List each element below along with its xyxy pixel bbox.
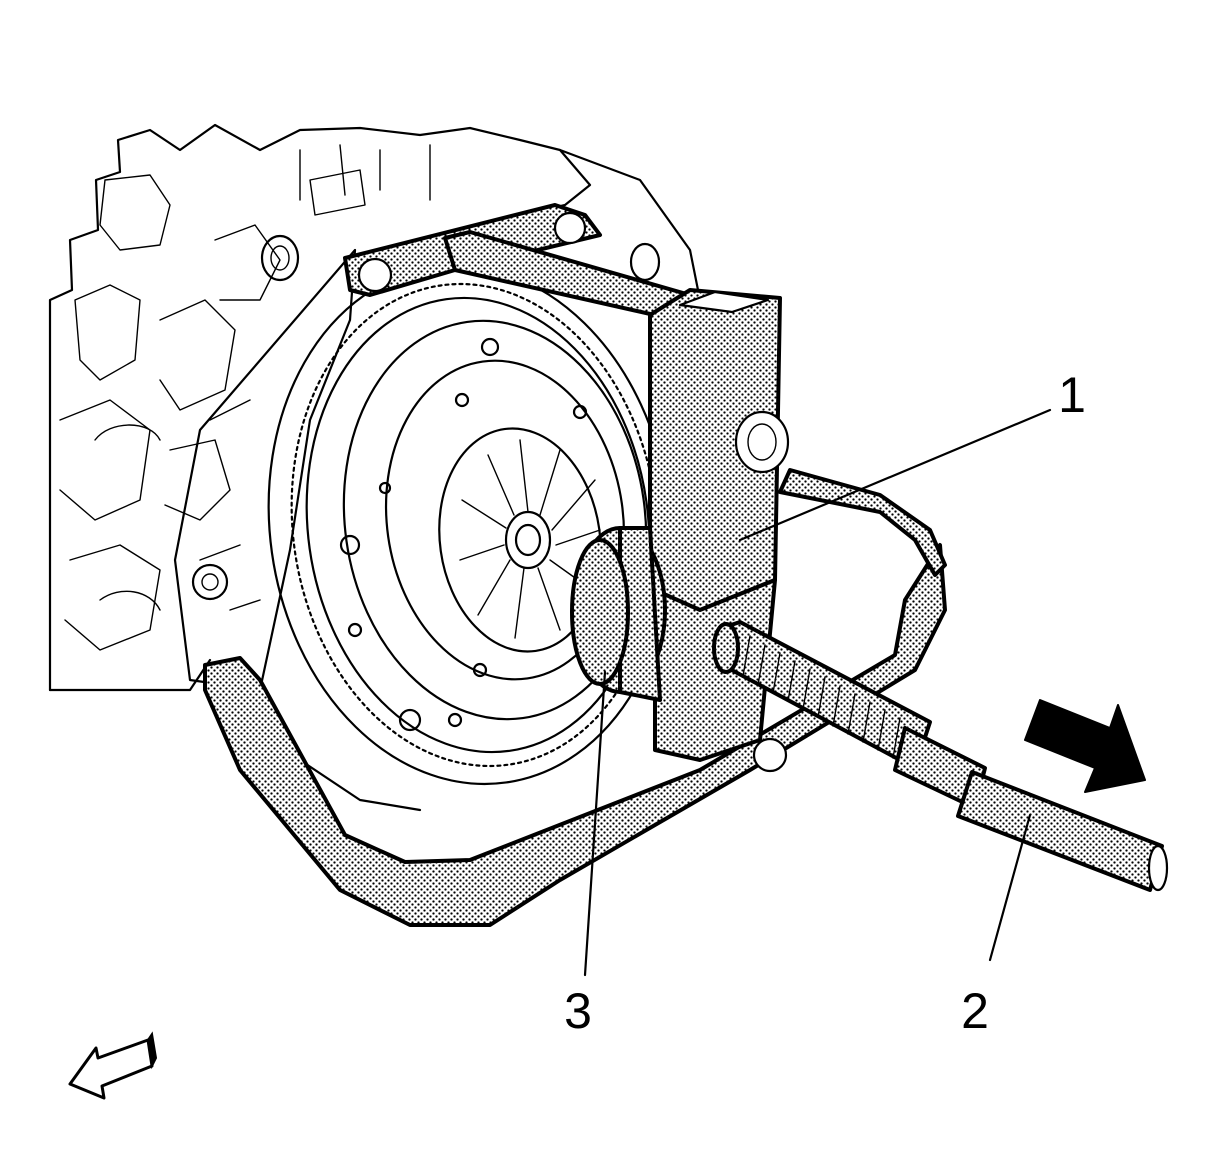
direction-arrow-icon [1024,699,1146,793]
tool-frame [203,203,947,927]
leader-line-3 [583,670,607,977]
flywheel [267,264,673,786]
leader-line-2 [988,813,1032,962]
view-arrow-icon [68,1031,158,1100]
forcing-screw [712,620,1169,892]
leader-line-1 [738,408,1052,542]
clutch-pressure-plate [339,319,648,732]
callout-1-label: 1 [1058,367,1086,423]
callout-2-label: 2 [961,983,989,1039]
callout-3-label: 3 [564,983,592,1039]
leader-lines [583,408,1052,977]
pilot-adapter [570,526,667,702]
